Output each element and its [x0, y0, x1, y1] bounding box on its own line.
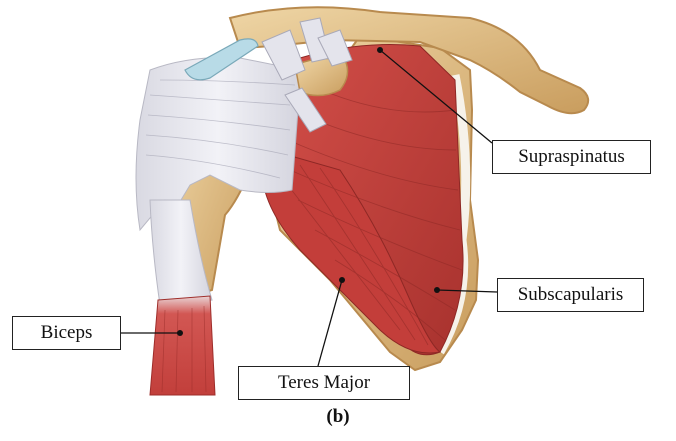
- label-subscapularis: Subscapularis: [497, 278, 644, 312]
- label-teres-major: Teres Major: [238, 366, 410, 400]
- label-supraspinatus: Supraspinatus: [492, 140, 651, 174]
- leader-teres-major: [318, 280, 342, 366]
- label-biceps: Biceps: [12, 316, 121, 350]
- figure-caption: (b): [0, 406, 676, 428]
